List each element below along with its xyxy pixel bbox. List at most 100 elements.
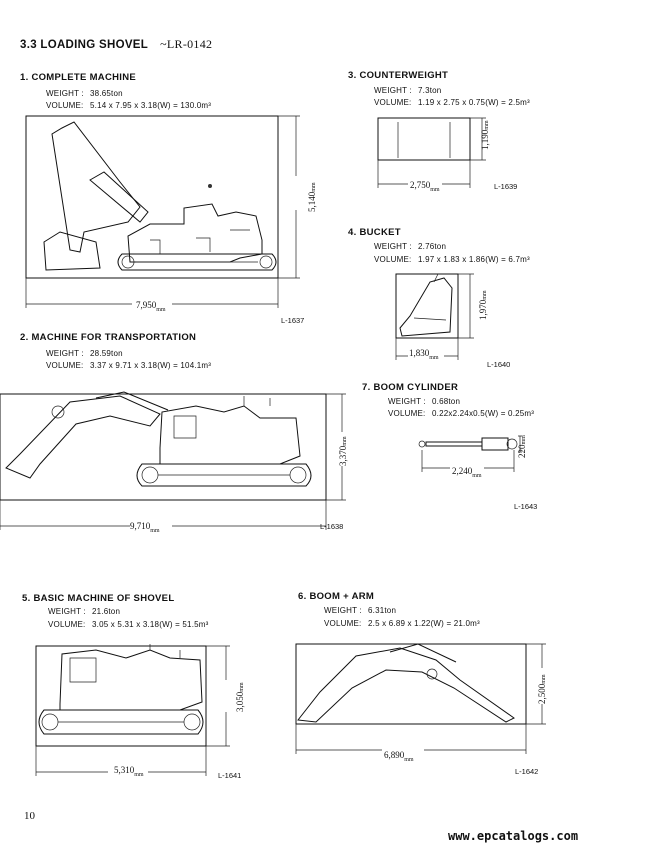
section-heading-basic-machine: 5. BASIC MACHINE OF SHOVEL [22, 593, 175, 604]
height-value: 3,050 [235, 691, 245, 712]
unit: mm [521, 435, 527, 445]
volume-value: 0.22x2.24x0.5(W) = 0.25m³ [432, 409, 535, 418]
spec-weight-complete-machine: WEIGHT : 38.65ton [46, 89, 123, 98]
spec-weight-basic-machine: WEIGHT : 21.6ton [48, 607, 120, 616]
counterweight-drawing [377, 117, 486, 188]
transportation-drawing [0, 391, 346, 530]
volume-label: VOLUME: [374, 98, 412, 107]
section-heading-counterweight: 3. COUNTERWEIGHT [348, 70, 449, 81]
unit: mm [404, 756, 414, 763]
spec-weight-boom-cylinder: WEIGHT : 0.68ton [388, 397, 460, 406]
height-value: 3,370 [338, 445, 348, 466]
spec-volume-complete-machine: VOLUME:5.14 x 7.95 x 3.18(W) = 130.0m³ [46, 101, 211, 110]
spec-weight-boom-arm: WEIGHT : 6.31ton [324, 606, 396, 615]
unit: mm [311, 182, 317, 192]
weight-label: WEIGHT : [48, 607, 86, 616]
unit: mm [150, 527, 160, 534]
unit: mm [484, 120, 490, 130]
weight-label: WEIGHT : [374, 86, 412, 95]
figure-ref-complete-machine: L-1637 [281, 316, 305, 325]
section-heading-transportation: 2. MACHINE FOR TRANSPORTATION [20, 332, 197, 343]
width-dim-basic-machine: 5,310mm [114, 765, 144, 778]
weight-value: 28.59ton [90, 349, 123, 358]
unit: mm [239, 682, 245, 692]
weight-label: WEIGHT : [374, 242, 412, 251]
page-title-text: 3.3 LOADING SHOVEL [20, 39, 149, 51]
spec-volume-counterweight: VOLUME: 1.19 x 2.75 x 0.75(W) = 2.5m³ [374, 98, 530, 107]
height-dim-bucket: 1,970mm [478, 290, 488, 320]
unit: mm [342, 436, 348, 446]
height-dim-boom-arm: 2,500mm [537, 674, 547, 704]
unit: mm [430, 186, 440, 193]
spec-weight-bucket: WEIGHT : 2.76ton [374, 242, 446, 251]
width-value: 2,750 [410, 180, 431, 190]
page-title-suffix: ~LR-0142 [160, 37, 213, 51]
weight-value: 6.31ton [368, 606, 397, 615]
width-value: 7,950 [136, 300, 157, 310]
figure-ref-boom-cylinder: L-1643 [514, 502, 538, 511]
section-heading-boom-arm: 6. BOOM + ARM [298, 591, 375, 602]
spec-volume-transportation: VOLUME: 3.37 x 9.71 x 3.18(W) = 104.1m³ [46, 361, 211, 370]
volume-value: 3.05 x 5.31 x 3.18(W) = 51.5m³ [92, 620, 209, 629]
bucket-drawing [395, 273, 474, 360]
watermark-link[interactable]: www.epcatalogs.com [448, 829, 579, 843]
weight-label: WEIGHT : [324, 606, 362, 615]
complete-machine-drawing [25, 115, 300, 308]
boom-cylinder-drawing [418, 435, 522, 472]
height-value: 1,970 [478, 299, 488, 320]
width-dim-boom-arm: 6,890mm [384, 750, 414, 763]
width-value: 5,310 [114, 765, 135, 775]
section-heading-bucket: 4. BUCKET [348, 227, 401, 238]
page-number: 10 [24, 810, 35, 822]
width-dim-complete-machine: 7,950mm [136, 300, 166, 313]
unit: mm [482, 290, 488, 300]
weight-value: 21.6ton [92, 607, 121, 616]
volume-value: 2.5 x 6.89 x 1.22(W) = 21.0m³ [368, 619, 480, 628]
width-value: 1,830 [409, 348, 430, 358]
height-value: 220 [517, 444, 527, 459]
height-dim-boom-cylinder: 220mm [517, 435, 527, 458]
volume-value: 3.37 x 9.71 x 3.18(W) = 104.1m³ [90, 361, 212, 370]
figure-ref-transportation: L-1638 [320, 522, 344, 531]
unit: mm [134, 771, 144, 778]
figure-ref-boom-arm: L-1642 [515, 767, 539, 776]
height-value: 5,140 [307, 191, 317, 212]
volume-label: VOLUME: [46, 361, 84, 370]
weight-value: 38.65ton [90, 89, 123, 98]
spec-volume-boom-arm: VOLUME: 2.5 x 6.89 x 1.22(W) = 21.0m³ [324, 619, 480, 628]
width-dim-bucket: 1,830mm [409, 348, 439, 361]
width-dim-transportation: 9,710mm [130, 521, 160, 534]
height-value: 1,190 [480, 129, 490, 150]
boom-arm-drawing [295, 643, 546, 754]
unit: mm [429, 354, 439, 361]
height-dim-counterweight: 1,190mm [480, 120, 490, 150]
volume-label: VOLUME: [46, 101, 84, 110]
spec-volume-boom-cylinder: VOLUME: 0.22x2.24x0.5(W) = 0.25m³ [388, 409, 534, 418]
spec-volume-basic-machine: VOLUME: 3.05 x 5.31 x 3.18(W) = 51.5m³ [48, 620, 209, 629]
volume-value: 1.19 x 2.75 x 0.75(W) = 2.5m³ [418, 98, 530, 107]
volume-label: VOLUME: [374, 255, 412, 264]
section-heading-boom-cylinder: 7. BOOM CYLINDER [362, 382, 459, 393]
spec-weight-counterweight: WEIGHT :7.3ton [374, 86, 441, 95]
unit: mm [156, 306, 166, 313]
weight-label: WEIGHT : [46, 349, 84, 358]
volume-label: VOLUME: [388, 409, 426, 418]
width-dim-counterweight: 2,750mm [410, 180, 440, 193]
spec-weight-transportation: WEIGHT : 28.59ton [46, 349, 123, 358]
width-value: 6,890 [384, 750, 405, 760]
weight-value: 2.76ton [418, 242, 447, 251]
volume-label: VOLUME: [48, 620, 86, 629]
height-value: 2,500 [537, 683, 547, 704]
width-value: 9,710 [130, 521, 151, 531]
width-dim-boom-cylinder: 2,240mm [452, 466, 482, 479]
weight-label: WEIGHT : [46, 89, 84, 98]
weight-value: 0.68ton [432, 397, 461, 406]
page-title: 3.3 LOADING SHOVEL ~LR-0142 [20, 37, 212, 52]
height-dim-complete-machine: 5,140mm [307, 182, 317, 212]
unit: mm [472, 472, 482, 479]
basic-machine-drawing [35, 644, 230, 776]
section-heading-complete-machine: 1. COMPLETE MACHINE [20, 72, 137, 83]
weight-label: WEIGHT : [388, 397, 426, 406]
height-dim-basic-machine: 3,050mm [235, 682, 245, 712]
volume-label: VOLUME: [324, 619, 362, 628]
